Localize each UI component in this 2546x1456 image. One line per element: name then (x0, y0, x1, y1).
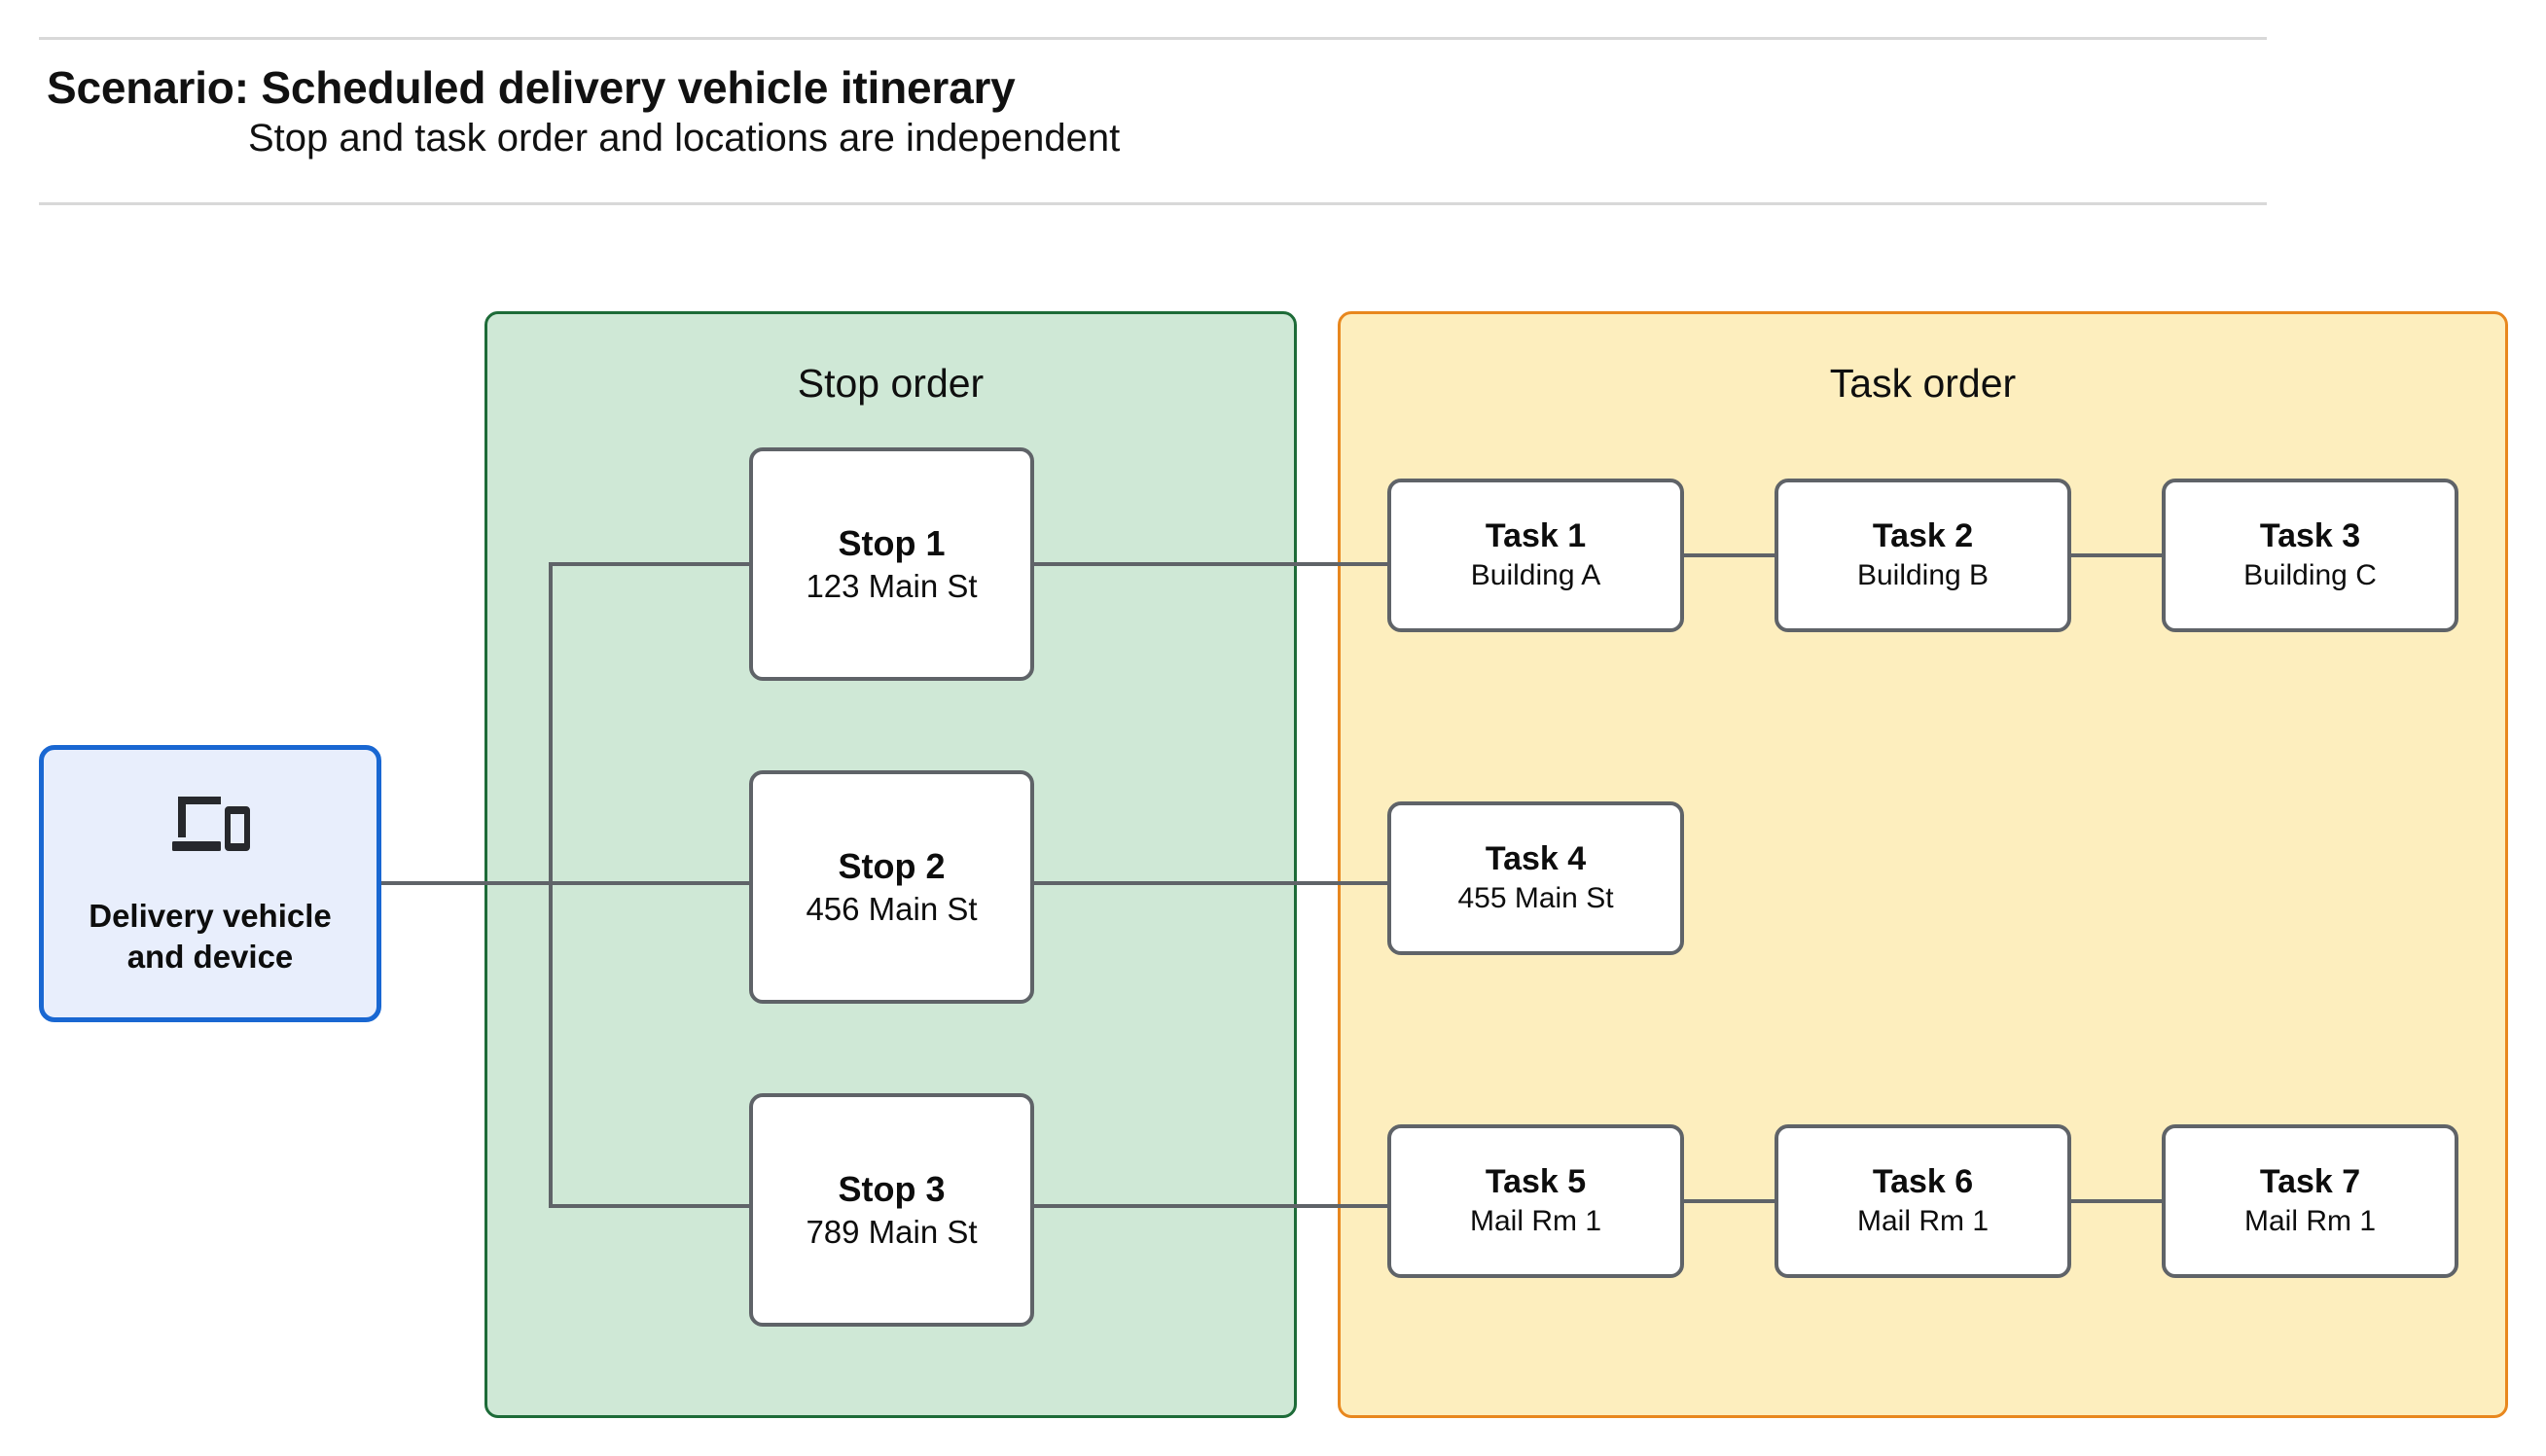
task-node-1-location: Building A (1470, 558, 1601, 591)
task-node-5-location: Mail Rm 1 (1469, 1204, 1601, 1237)
task-node-2-title: Task 2 (1872, 517, 1974, 555)
stop-node-2-address: 456 Main St (806, 890, 978, 927)
stop-node-1-title: Stop 1 (838, 522, 946, 563)
task-node-6[interactable]: Task 6 Mail Rm 1 (1775, 1124, 2071, 1278)
task-node-7-location: Mail Rm 1 (2243, 1204, 2376, 1237)
task-node-4[interactable]: Task 4 455 Main St (1387, 801, 1684, 955)
task-node-3-location: Building C (2243, 558, 2377, 591)
task-node-3-title: Task 3 (2259, 517, 2361, 555)
task-node-3[interactable]: Task 3 Building C (2162, 479, 2458, 632)
connector-trunk-to-stop-2 (549, 881, 753, 885)
connector-trunk-to-stop-1 (549, 562, 753, 566)
header-rule-bottom (39, 202, 2267, 205)
stop-node-3-title: Stop 3 (838, 1168, 946, 1209)
page-subtitle: Stop and task order and locations are in… (248, 117, 1121, 160)
connector-task-1-to-task-2 (1680, 553, 1778, 557)
task-node-5-title: Task 5 (1485, 1163, 1587, 1201)
connector-task-5-to-task-6 (1680, 1199, 1778, 1203)
task-node-2-location: Building B (1856, 558, 1990, 591)
task-node-7-title: Task 7 (2259, 1163, 2361, 1201)
connector-trunk-to-stop-3 (549, 1204, 753, 1208)
delivery-vehicle-label-line-1: Delivery vehicle (89, 898, 332, 935)
task-node-4-location: 455 Main St (1457, 881, 1614, 914)
page-title: Scenario: Scheduled delivery vehicle iti… (47, 62, 1016, 113)
connector-device-to-trunk (381, 881, 553, 885)
task-node-4-title: Task 4 (1485, 840, 1587, 878)
stop-node-2[interactable]: Stop 2 456 Main St (749, 770, 1034, 1004)
delivery-vehicle-label-line-2: and device (126, 938, 294, 975)
task-node-1-title: Task 1 (1485, 517, 1587, 555)
stop-node-1-address: 123 Main St (806, 567, 978, 604)
connector-task-2-to-task-3 (2067, 553, 2166, 557)
delivery-vehicle-label: Delivery vehicle and device (89, 896, 332, 977)
task-node-7[interactable]: Task 7 Mail Rm 1 (2162, 1124, 2458, 1278)
header-rule-top (39, 37, 2267, 40)
stop-node-2-title: Stop 2 (838, 845, 946, 886)
task-order-group-title: Task order (1829, 361, 2017, 406)
task-node-2[interactable]: Task 2 Building B (1775, 479, 2071, 632)
connector-stop-3-to-task-5 (1031, 1204, 1391, 1208)
delivery-vehicle-and-device-node[interactable]: Delivery vehicle and device (39, 745, 381, 1022)
stop-node-3-address: 789 Main St (806, 1213, 978, 1250)
connector-stop-2-to-task-4 (1031, 881, 1391, 885)
stop-node-1[interactable]: Stop 1 123 Main St (749, 447, 1034, 681)
connector-stop-1-to-task-1 (1031, 562, 1391, 566)
stop-order-group-title: Stop order (797, 361, 985, 406)
connector-task-6-to-task-7 (2067, 1199, 2166, 1203)
task-node-1[interactable]: Task 1 Building A (1387, 479, 1684, 632)
devices-icon (168, 791, 252, 855)
task-node-6-location: Mail Rm 1 (1856, 1204, 1989, 1237)
task-node-6-title: Task 6 (1872, 1163, 1974, 1201)
task-node-5[interactable]: Task 5 Mail Rm 1 (1387, 1124, 1684, 1278)
stop-node-3[interactable]: Stop 3 789 Main St (749, 1093, 1034, 1327)
